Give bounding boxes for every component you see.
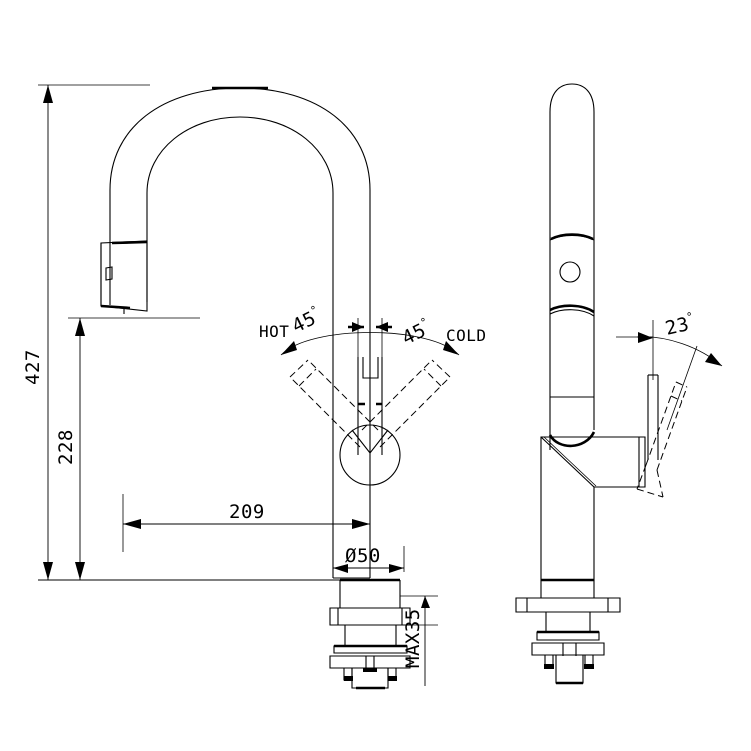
tilt-angle-value: 23 [663, 313, 691, 340]
dim-value-max35: MAX35 [402, 608, 424, 668]
arrow-d50-right [389, 564, 404, 573]
side-elevation-view: 23 ° [515, 83, 723, 685]
side-stud-right-tip [584, 664, 594, 669]
tilt-arrow-right [705, 353, 722, 366]
dim-value-209: 209 [229, 501, 265, 523]
side-mount-escutcheon [515, 597, 621, 613]
side-handle-position-23 [636, 381, 688, 498]
mount-shank [344, 625, 397, 647]
spout-inner-curve [146, 116, 334, 352]
mount-stud-left-tip [344, 676, 353, 681]
side-mount-collar [540, 580, 595, 599]
side-band-upper-thick [550, 233, 594, 241]
mount-inner-stem-cap [363, 668, 377, 672]
side-spout-tube [549, 83, 595, 450]
spray-head-body [100, 240, 148, 312]
handle-swing-arc [280, 332, 460, 356]
side-mount-shank [545, 612, 591, 633]
cold-angle-degree: ° [418, 315, 430, 330]
arrow-228-top [75, 318, 85, 336]
tilt-angle-degree: ° [685, 310, 694, 324]
arrow-427-top [43, 85, 53, 103]
spout-outer-curve [109, 87, 371, 352]
side-body-chamfer-inner [543, 436, 597, 487]
dim-value-427: 427 [22, 349, 44, 385]
spray-mode-button-icon [105, 266, 113, 281]
side-spout-bottom-curve [548, 431, 596, 448]
side-body-chamfer [540, 436, 595, 488]
front-elevation-view: HOT 45 ° 45 ° COLD [22, 84, 487, 690]
arrow-d50-left [333, 564, 348, 573]
side-handle-upright [647, 375, 659, 460]
side-band-lower [549, 304, 595, 314]
tilt-angled-ref [666, 345, 698, 431]
hot-angle-degree: ° [308, 303, 320, 318]
cold-label: COLD [446, 326, 487, 345]
hot-label: HOT [259, 322, 289, 341]
tilt-arrow-left [638, 332, 653, 343]
side-mounting-assembly [515, 578, 621, 685]
mount-nut-plate [329, 655, 411, 669]
spray-head-top-band [111, 240, 148, 245]
mount-flange-ticks [337, 608, 403, 625]
spray-head-bottom-band [100, 304, 131, 310]
handle-lever-cap [362, 357, 379, 379]
side-band-lower-thin [549, 309, 595, 317]
handle-lever-tip-vee [351, 429, 389, 454]
side-inner-stem [562, 643, 577, 656]
arrow-max35-top [421, 596, 430, 608]
handle-position-hot-45 [289, 359, 379, 448]
mount-collar [339, 580, 401, 609]
mount-flange [329, 607, 411, 626]
side-threaded-tube [555, 655, 584, 684]
arrow-228-bottom [75, 562, 85, 580]
side-body-block [540, 436, 646, 581]
handle-lever-upright [357, 357, 383, 455]
front-mounting-assembly [329, 578, 411, 690]
side-mount-nut-plate [531, 642, 605, 656]
arrow-209-left [123, 519, 141, 529]
mount-stud-right-tip [388, 676, 397, 681]
handle-position-cold-45 [361, 359, 451, 448]
dim-value-228: 228 [55, 429, 77, 465]
arc-arrow-right [443, 341, 459, 355]
side-stud-left-tip [544, 664, 554, 669]
side-escutcheon-ticks [526, 598, 609, 612]
arrow-427-bottom [43, 562, 53, 580]
arc-arrow-left [281, 341, 297, 355]
arrow-209-right [352, 519, 370, 529]
spray-mode-button-circle [559, 261, 581, 283]
dim-value-d50: Ø50 [345, 545, 381, 567]
